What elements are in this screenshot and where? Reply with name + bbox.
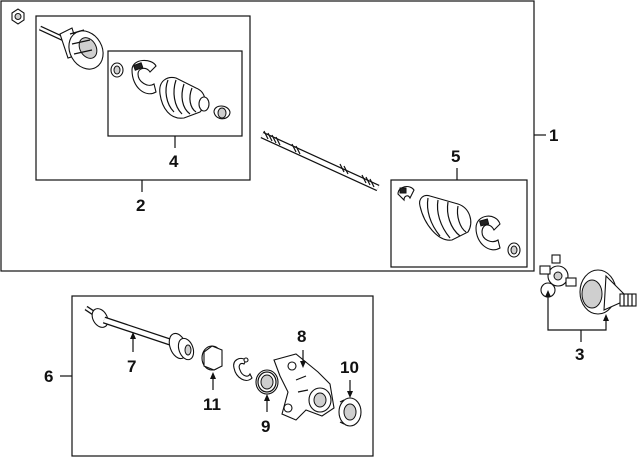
callout-8-arrow: [300, 361, 306, 368]
callout-7-arrow: [130, 332, 136, 339]
nut-part: [11, 8, 25, 25]
circlip: [233, 357, 253, 381]
callout-1: 1: [549, 126, 558, 145]
boot-clamp-large: [131, 59, 157, 95]
callout-11-arrow: [210, 372, 216, 379]
callout-6: 6: [44, 367, 53, 386]
tripod-joint: [539, 254, 577, 298]
boot-clamp-small-5: [397, 185, 415, 202]
callout-5: 5: [451, 147, 460, 166]
seal-9: [255, 369, 279, 395]
callout-10: 10: [340, 358, 359, 377]
callout-2: 2: [136, 196, 145, 215]
callout-3-leader: [547, 294, 607, 342]
cv-boot-outer: [159, 76, 210, 119]
inner-cv-housing: [579, 269, 637, 315]
callout-4: 4: [169, 152, 179, 171]
cv-boot-inner: [419, 194, 472, 241]
axle-shaft: [260, 130, 380, 192]
callout-8: 8: [297, 327, 306, 346]
assembly-6-frame: [71, 295, 374, 457]
callout-3-arrow-left: [545, 290, 551, 297]
callout-11: 11: [203, 395, 221, 414]
subassembly-2-frame: [35, 15, 251, 181]
callout-7: 7: [127, 357, 136, 376]
boot-kit-5-frame: [390, 179, 528, 268]
callout-9-arrow: [264, 394, 270, 401]
boot-clamp-small: [213, 105, 231, 120]
callout-9: 9: [261, 417, 270, 436]
bearing-bracket: [273, 353, 335, 421]
seal-10: [338, 397, 362, 427]
bearing-11: [201, 345, 223, 371]
boot-clamp-large-5: [475, 215, 501, 251]
callout-10-arrow: [347, 391, 353, 398]
intermediate-shaft: [84, 305, 195, 361]
callout-3-arrow-right: [603, 314, 609, 321]
snap-ring-small: [110, 62, 124, 78]
snap-ring-5: [507, 242, 521, 258]
callout-3: 3: [575, 345, 584, 364]
outer-cv-joint: [38, 25, 104, 70]
assembly-1-frame: [0, 0, 535, 272]
